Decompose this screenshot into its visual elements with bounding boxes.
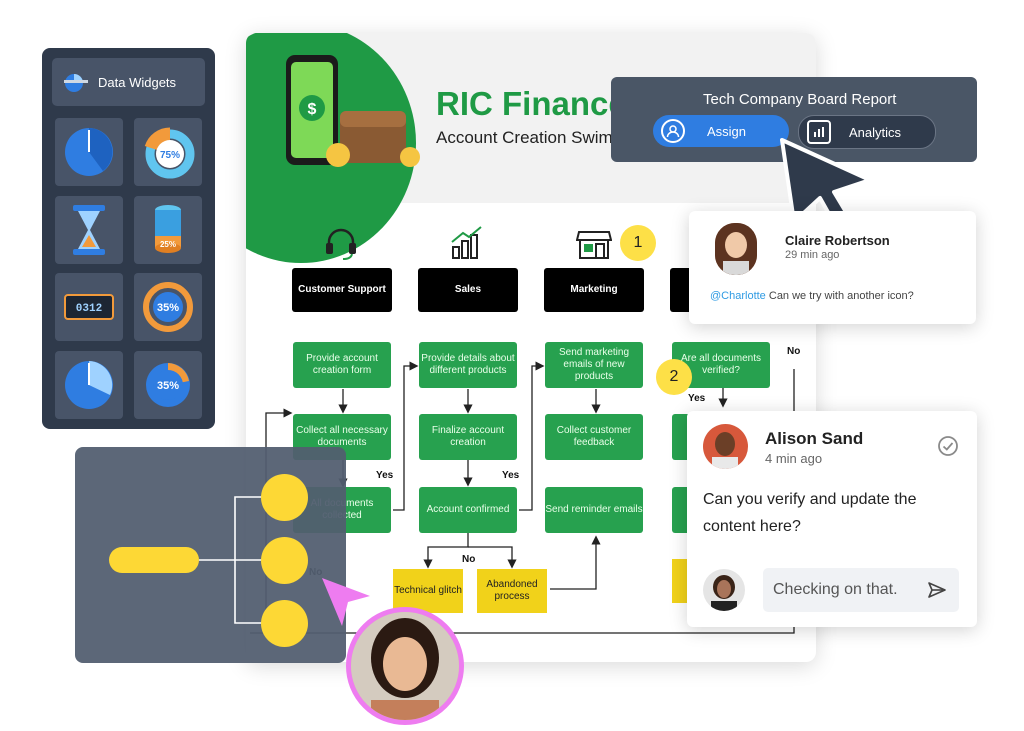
pie-value: 35% [157,380,179,392]
clock-pie-icon [65,361,113,409]
ring-gauge-icon: 35% [143,282,193,332]
avatar-alison [703,424,748,469]
clock-pie-icon [65,128,113,176]
user-circle-icon [661,119,685,143]
analytics-label: Analytics [849,124,902,140]
mindmap-panel [75,447,346,663]
widget-tile-clock-2[interactable] [55,351,123,419]
pink-pointer-icon [322,578,370,626]
reply-input[interactable]: Checking on that. [763,568,959,612]
bar-growth-icon [451,226,482,259]
comment-time: 29 min ago [785,249,840,261]
step-badge-1[interactable]: 1 [620,225,656,261]
flow-box-provide-form[interactable]: Provide account creation form [293,342,391,388]
comment-card-alison[interactable]: Alison Sand 4 min ago Can you verify and… [687,411,977,627]
flow-box-product-details[interactable]: Provide details about different products [419,342,517,388]
flow-box-finalize-account[interactable]: Finalize account creation [419,414,517,460]
lane-header-sales[interactable]: Sales [418,268,518,312]
mindmap-child-node-1[interactable] [261,474,308,521]
widgets-title: Data Widgets [98,74,177,90]
yes-label: Yes [688,393,706,404]
yes-label: Yes [502,470,520,481]
reply-text: Checking on that. [773,581,898,598]
counter-icon: 0312 [64,294,114,320]
lane-header-customer-support[interactable]: Customer Support [292,268,392,312]
phone-wallet-illustration: $ [286,55,420,167]
counter-value: 0312 [76,303,102,315]
send-icon[interactable] [927,581,947,599]
commenter-name: Alison Sand [765,429,864,448]
cylinder-value: 25% [160,240,176,249]
mindmap-connectors [199,496,265,624]
headset-icon [326,228,356,260]
data-widgets-header[interactable]: Data Widgets [52,58,205,106]
mindmap-root-node[interactable] [109,547,199,573]
commenter-name: Claire Robertson [785,233,890,248]
avatar-claire [715,223,757,275]
flow-box-technical-glitch[interactable]: Technical glitch [393,569,463,613]
widgets-icon [64,74,88,92]
flow-box-customer-feedback[interactable]: Collect customer feedback [545,414,643,460]
comment-time: 4 min ago [765,451,823,466]
comment-text: Can you verify and update the content he… [703,491,917,535]
lane-header-marketing[interactable]: Marketing [544,268,644,312]
no-label: No [787,346,801,357]
widget-tile-ring[interactable]: 35% [134,273,202,341]
user-avatar-photo [346,607,464,725]
flow-box-account-confirmed[interactable]: Account confirmed [419,487,517,533]
assign-button[interactable]: Assign [653,115,789,147]
mindmap-child-node-3[interactable] [261,600,308,647]
widget-tile-cylinder[interactable]: 25% [134,196,202,264]
flow-box-abandoned-process[interactable]: Abandoned process [477,569,547,613]
analytics-button[interactable]: Analytics [798,115,936,149]
widget-tile-hourglass[interactable] [55,196,123,264]
flow-box-reminder-emails[interactable]: Send reminder emails [545,487,643,533]
resolve-check-icon[interactable] [937,435,959,457]
mention-link[interactable]: @Charlotte [710,290,766,302]
analytics-icon [807,120,831,144]
svg-text:$: $ [308,101,317,118]
storefront-icon [576,231,612,259]
widget-tile-pie[interactable]: 35% [134,351,202,419]
comment-card-claire[interactable]: Claire Robertson 29 min ago @Charlotte C… [689,211,976,324]
widget-tile-donut[interactable]: 75% [134,118,202,186]
comment-text: Can we try with another icon? [768,290,914,302]
avatar-replier [703,569,745,611]
no-label: No [462,554,476,565]
mindmap-child-node-2[interactable] [261,537,308,584]
flow-box-marketing-emails[interactable]: Send marketing emails of new products [545,342,643,388]
widget-tile-counter[interactable]: 0312 [55,273,123,341]
board-report-title: Tech Company Board Report [703,91,897,108]
widget-tile-clock[interactable] [55,118,123,186]
pie-chart-icon: 35% [146,363,190,407]
data-widgets-panel: Data Widgets 75% 25% [42,48,215,429]
donut-chart-icon: 75% [144,127,195,179]
portrait-image [351,612,459,720]
cylinder-gauge-icon: 25% [155,205,181,253]
board-report-toolbar: Tech Company Board Report Assign Analyti… [611,77,977,162]
hourglass-icon [73,205,105,255]
swimlane-subtitle: Account Creation Swimlane [436,128,645,147]
step-badge-2[interactable]: 2 [656,359,692,395]
donut-value: 75% [160,150,180,161]
ring-value: 35% [157,302,179,314]
yes-label: Yes [376,470,394,481]
assign-label: Assign [707,123,747,139]
